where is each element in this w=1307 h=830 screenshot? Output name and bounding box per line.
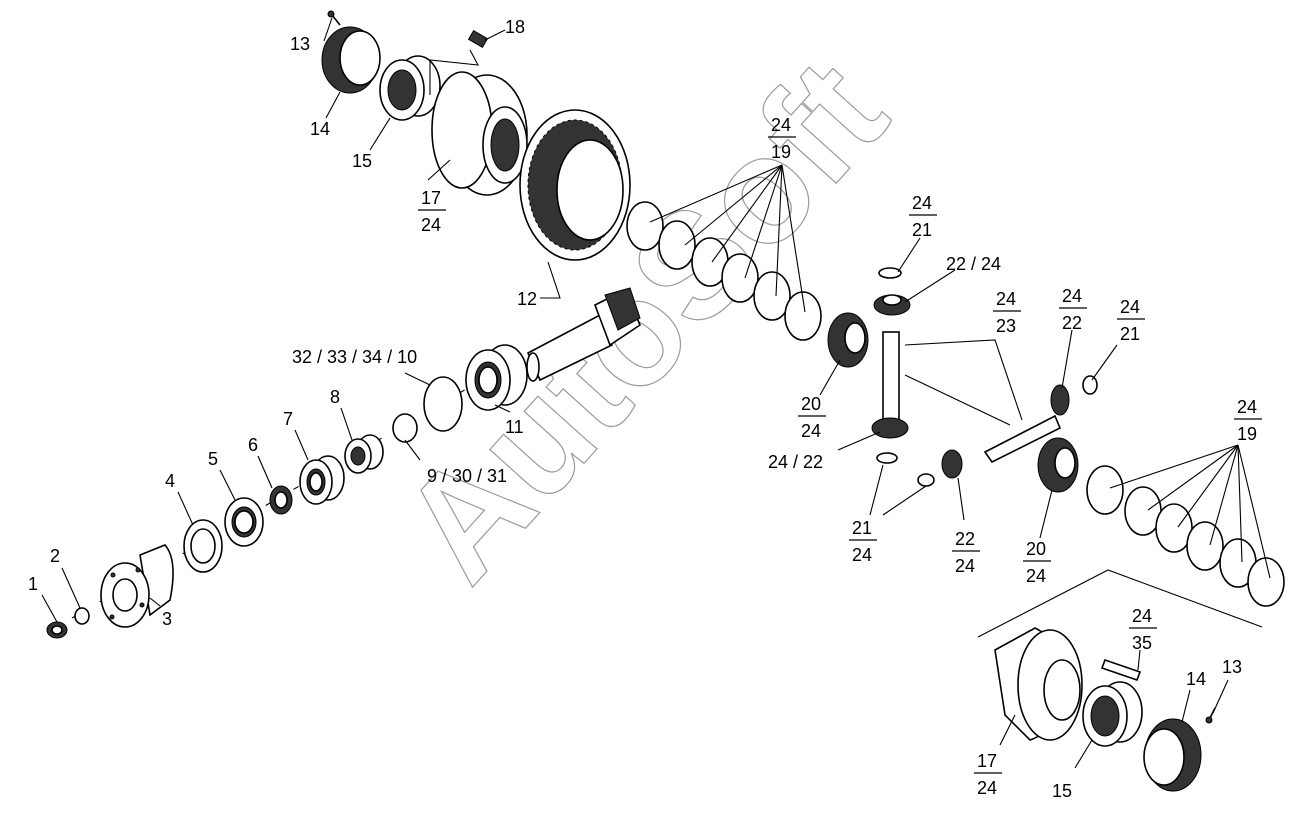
part-ring-gear	[519, 109, 631, 261]
label-12: 12	[517, 289, 537, 309]
part-7-bearing	[299, 455, 345, 505]
part-20-side-gear-top	[827, 312, 869, 368]
svg-text:24: 24	[1237, 397, 1257, 417]
label-14-top: 14	[310, 119, 330, 139]
label-24-22: 24 / 22	[768, 452, 823, 472]
svg-text:24: 24	[1026, 566, 1046, 586]
fraction-24-35: 24 35	[1129, 606, 1157, 653]
fraction-17-24-top: 17 24	[418, 188, 446, 235]
svg-text:21: 21	[912, 220, 932, 240]
svg-text:24: 24	[852, 545, 872, 565]
label-18: 18	[505, 17, 525, 37]
label-15-top: 15	[352, 151, 372, 171]
svg-text:24: 24	[977, 778, 997, 798]
part-19-discs-bottom	[1086, 465, 1285, 607]
part-22-spider-gear-side	[917, 449, 963, 487]
svg-text:20: 20	[1026, 539, 1046, 559]
part-22-spider-gear-right	[1050, 375, 1098, 416]
label-32-33-34-10: 32 / 33 / 34 / 10	[292, 347, 417, 367]
svg-text:24: 24	[996, 289, 1016, 309]
label-8: 8	[330, 387, 340, 407]
part-22-spider-gear-bottom	[871, 417, 909, 464]
label-9-30-31: 9 / 30 / 31	[427, 466, 507, 486]
svg-text:17: 17	[421, 188, 441, 208]
svg-text:23: 23	[996, 316, 1016, 336]
part-8-spacer	[344, 434, 384, 474]
svg-text:24: 24	[421, 215, 441, 235]
part-21-washer-top	[878, 267, 902, 279]
part-14-adjusting-ring-bottom	[1143, 718, 1202, 792]
part-4-seal	[183, 519, 223, 573]
fraction-24-23: 24 23	[993, 289, 1021, 336]
fraction-20-24-bottom: 20 24	[1023, 539, 1051, 586]
part-15-bearing-bottom	[1082, 681, 1143, 747]
part-1-nut	[46, 621, 68, 639]
svg-text:24: 24	[801, 421, 821, 441]
label-13-bottom: 13	[1222, 657, 1242, 677]
label-15-bottom: 15	[1052, 781, 1072, 801]
fraction-22-24: 22 24	[952, 529, 980, 576]
part-12-pinion	[526, 287, 641, 382]
fraction-24-21-top: 24 21	[909, 193, 937, 240]
label-6: 6	[248, 435, 258, 455]
part-14-adjusting-ring-top	[321, 26, 381, 94]
part-9-snap-ring	[392, 413, 418, 443]
part-22-spider-gear-top	[873, 294, 911, 316]
svg-text:21: 21	[852, 518, 872, 538]
part-2-o-ring	[74, 607, 90, 625]
part-15-bearing-top	[379, 55, 441, 121]
fraction-24-19-bottom: 24 19	[1234, 397, 1262, 444]
svg-text:24: 24	[771, 115, 791, 135]
svg-text:24: 24	[912, 193, 932, 213]
part-13-screw-top	[327, 10, 341, 26]
label-11: 11	[505, 417, 524, 437]
fraction-21-24: 21 24	[849, 518, 877, 565]
fraction-labels: 17 24 24 19 24 21 24 23 24 22 24 21	[418, 115, 1262, 798]
label-1: 1	[28, 574, 38, 594]
part-18-bolt	[467, 29, 489, 49]
label-4: 4	[165, 471, 175, 491]
svg-text:22: 22	[1062, 313, 1082, 333]
part-10-shim	[423, 376, 463, 432]
svg-text:35: 35	[1132, 633, 1152, 653]
label-22-24: 22 / 24	[946, 254, 1001, 274]
label-5: 5	[208, 449, 218, 469]
svg-text:21: 21	[1120, 324, 1140, 344]
part-20-side-gear-bottom	[1037, 437, 1079, 493]
label-7: 7	[283, 409, 293, 429]
svg-text:19: 19	[1237, 424, 1257, 444]
leader-lines	[41, 17, 1271, 769]
label-2: 2	[50, 546, 60, 566]
bracket-lower-right	[977, 569, 1263, 638]
svg-text:17: 17	[977, 751, 997, 771]
part-19-discs-top	[626, 201, 822, 341]
fraction-24-21-right: 24 21	[1117, 297, 1145, 344]
label-13-top: 13	[290, 34, 310, 54]
part-labels: 1 2 3 4 5 6 7 8 9 / 30 / 31 11 12 32 / 3…	[28, 17, 1242, 801]
svg-text:24: 24	[1132, 606, 1152, 626]
fraction-20-24-top: 20 24	[798, 394, 826, 441]
svg-text:24: 24	[1062, 286, 1082, 306]
svg-text:20: 20	[801, 394, 821, 414]
fraction-24-22: 24 22	[1059, 286, 1087, 333]
fraction-17-24-bottom: 17 24	[974, 751, 1002, 798]
svg-text:24: 24	[1120, 297, 1140, 317]
part-11-bearing	[465, 344, 528, 411]
fraction-24-19-top: 24 19	[768, 115, 796, 162]
svg-text:22: 22	[955, 529, 975, 549]
svg-text:24: 24	[955, 556, 975, 576]
label-14-bottom: 14	[1186, 669, 1206, 689]
part-6-nut	[269, 485, 293, 515]
part-3-flange	[100, 544, 174, 628]
part-17-carrier-top	[431, 71, 528, 196]
svg-text:19: 19	[771, 142, 791, 162]
part-35-bolt	[1100, 658, 1142, 682]
part-17-carrier-bottom	[994, 627, 1083, 741]
part-5-seal-ring	[224, 497, 264, 547]
label-3: 3	[162, 609, 172, 629]
part-23-cross-shaft	[882, 331, 1062, 464]
